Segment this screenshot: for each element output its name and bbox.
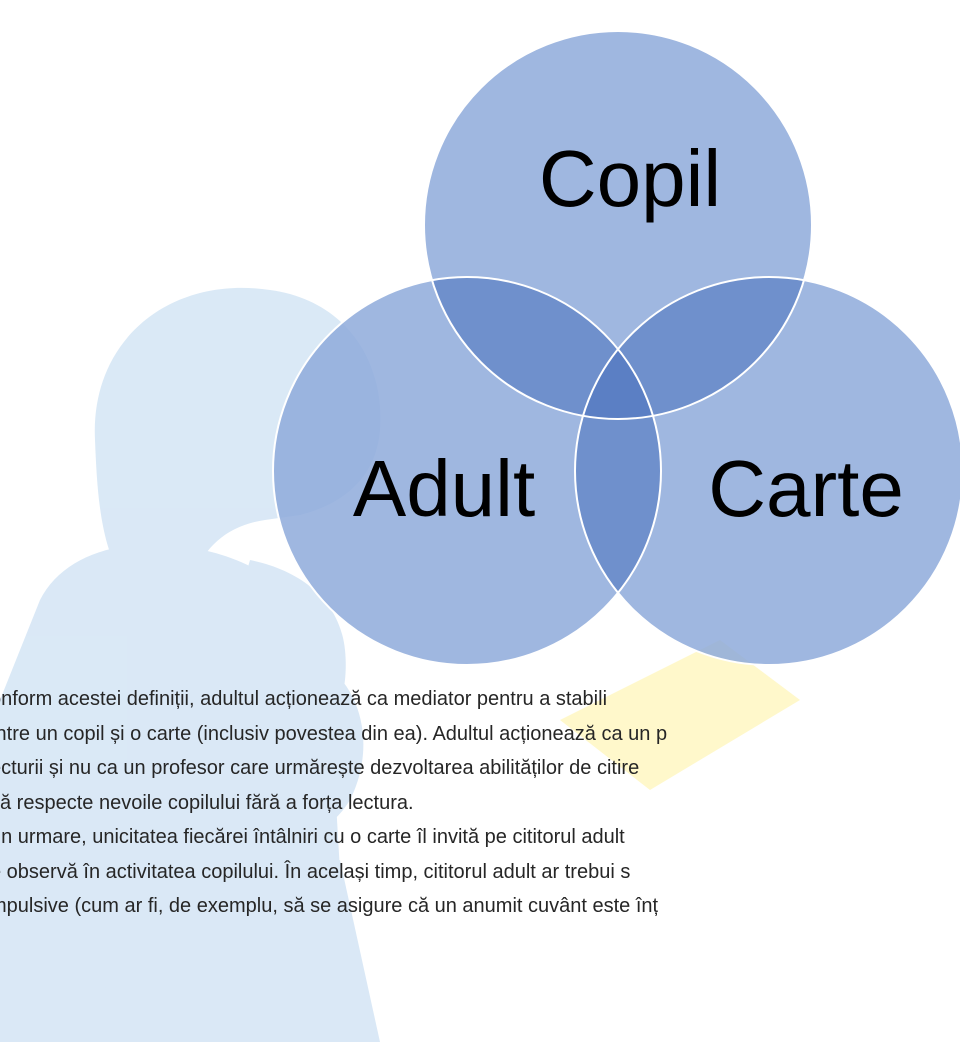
body-line: mpulsive (cum ar fi, de exemplu, să se a… (0, 895, 659, 917)
label-carte: Carte (708, 444, 904, 533)
overlap-copil-adult (424, 277, 661, 419)
circle-adult-outline (272, 276, 662, 666)
body-line: rin urmare, unicitatea fiecărei întâlnir… (0, 826, 625, 848)
body-line: între un copil și o carte (inclusiv pove… (0, 722, 668, 745)
circle-copil-outline (423, 30, 813, 420)
body-line: e observă în activitatea copilului. În a… (0, 860, 631, 883)
body-text: onform acestei definiții, adultul acțion… (0, 682, 960, 924)
body-line: ecturii și nu ca un profesor care urmăre… (0, 757, 640, 779)
body-line: onform acestei definiții, adultul acțion… (0, 688, 608, 710)
label-adult: Adult (353, 444, 535, 533)
label-copil: Copil (539, 134, 721, 223)
watermark-child-head-shape (161, 643, 364, 847)
watermark-book-shape (560, 640, 800, 790)
watermark-child-body-shape (90, 830, 380, 1042)
overlap-copil-carte (575, 277, 812, 419)
circle-carte-outline (574, 276, 960, 666)
body-line: să respecte nevoile copilului fără a for… (0, 791, 414, 814)
